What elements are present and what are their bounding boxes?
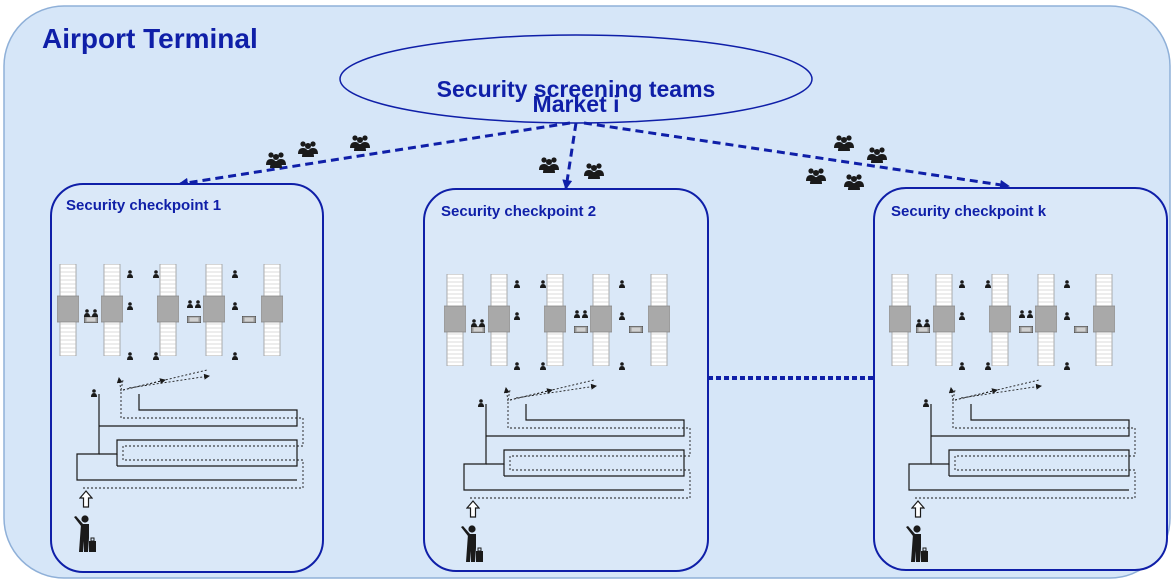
checkpoint-k: Security checkpoint k xyxy=(873,187,1168,571)
checkpoint-k-label: Security checkpoint k xyxy=(891,203,1047,220)
arrow-to-checkpoint-1 xyxy=(178,121,571,188)
terminal-title: Airport Terminal xyxy=(42,23,258,54)
checkpoint-1-label: Security checkpoint 1 xyxy=(66,197,221,214)
market-node: Security screening teams xyxy=(339,34,813,124)
market-subtitle: Market i xyxy=(533,91,620,117)
arrow-to-checkpoint-k xyxy=(583,121,1010,190)
market-title: Security screening teams xyxy=(437,76,716,102)
assignment-arrows xyxy=(178,121,1010,190)
checkpoint-2-label: Security checkpoint 2 xyxy=(441,203,596,220)
checkpoint-2: Security checkpoint 2 xyxy=(423,188,709,572)
arrow-to-checkpoint-2 xyxy=(562,122,578,190)
checkpoint-1: Security checkpoint 1 xyxy=(50,183,324,573)
